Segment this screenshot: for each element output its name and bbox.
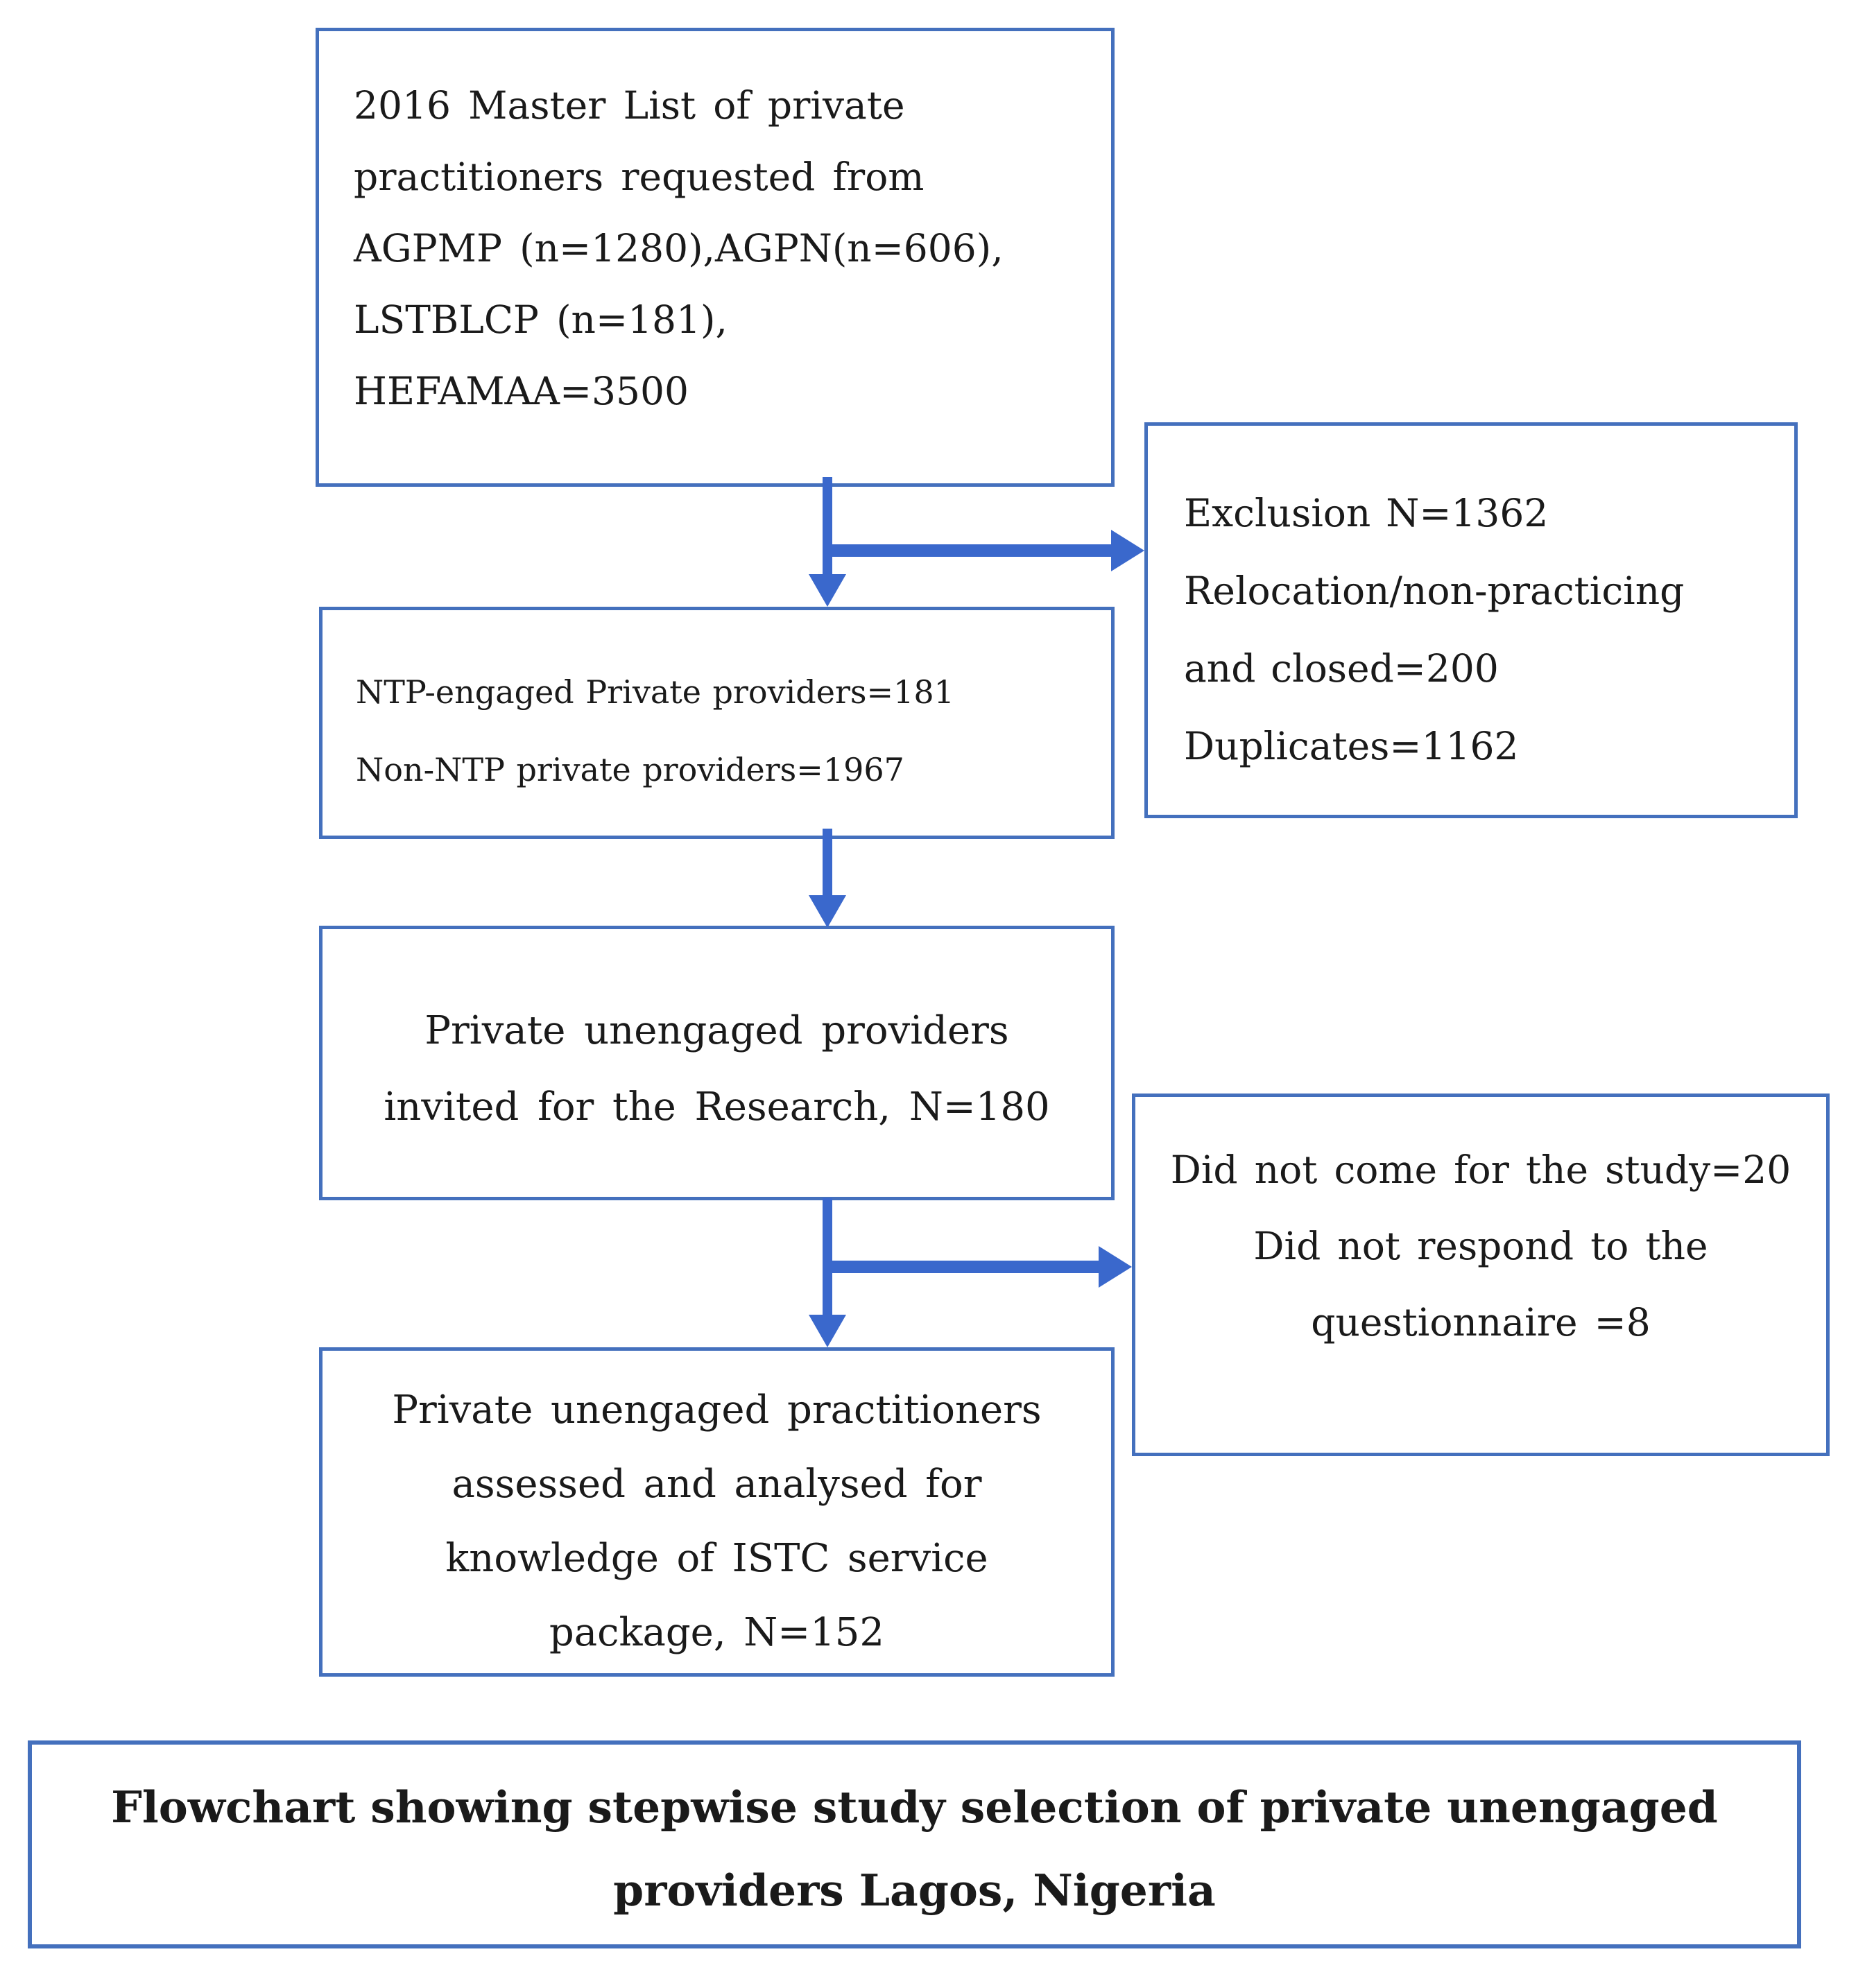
box-line: NTP-engaged Private providers=181 (356, 673, 954, 711)
arrow-down-shaft (823, 1198, 832, 1316)
box-line: Relocation/non-practicing (1184, 569, 1685, 613)
box-did-not-come: Did not come for the study=20 Did not re… (1132, 1094, 1830, 1456)
box-line: Did not come for the study=20 (1170, 1148, 1791, 1192)
box-line: Private unengaged practitioners (392, 1388, 1042, 1433)
box-line: Private unengaged providers (424, 1008, 1009, 1053)
arrow-right-shaft (827, 1261, 1100, 1273)
box-assessed-practitioners: Private unengaged practitioners assessed… (319, 1347, 1115, 1677)
box-line: Did not respond to the (1253, 1224, 1708, 1268)
box-line: practitioners requested from (354, 155, 925, 199)
box-line: package, N=152 (549, 1610, 885, 1655)
box-line: assessed and analysed for (452, 1462, 982, 1507)
box-exclusion: Exclusion N=1362 Relocation/non-practici… (1144, 422, 1798, 818)
arrow-down-head-icon (809, 1315, 846, 1347)
caption-line: providers Lagos, Nigeria (613, 1865, 1216, 1916)
box-line: LSTBLCP (n=181), (354, 297, 728, 342)
box-line: HEFAMAA=3500 (354, 369, 689, 413)
box-line: Exclusion N=1362 (1184, 491, 1549, 535)
box-line: Duplicates=1162 (1184, 724, 1519, 768)
box-line: questionnaire =8 (1311, 1300, 1651, 1345)
box-line: knowledge of ISTC service (445, 1536, 988, 1581)
box-line: AGPMP (n=1280),AGPN(n=606), (354, 226, 1004, 270)
arrow-right-head-icon (1099, 1246, 1132, 1288)
box-line: Non-NTP private providers=1967 (356, 751, 904, 788)
box-line: and closed=200 (1184, 646, 1499, 691)
caption-line: Flowchart showing stepwise study selecti… (111, 1781, 1718, 1833)
arrow-right-shaft (827, 544, 1112, 557)
box-line: 2016 Master List of private (354, 83, 905, 128)
arrow-right-head-icon (1111, 530, 1144, 571)
figure-caption: Flowchart showing stepwise study selecti… (28, 1740, 1801, 1948)
box-master-list: 2016 Master List of private practitioner… (316, 28, 1115, 487)
arrow-down-head-icon (809, 574, 846, 607)
arrow-down-head-icon (809, 895, 846, 928)
box-ntp-providers: NTP-engaged Private providers=181 Non-NT… (319, 607, 1115, 839)
arrow-down-shaft (823, 477, 832, 576)
arrow-down-shaft (823, 829, 832, 897)
box-invited-providers: Private unengaged providers invited for … (319, 926, 1115, 1200)
box-line: invited for the Research, N=180 (384, 1084, 1050, 1130)
